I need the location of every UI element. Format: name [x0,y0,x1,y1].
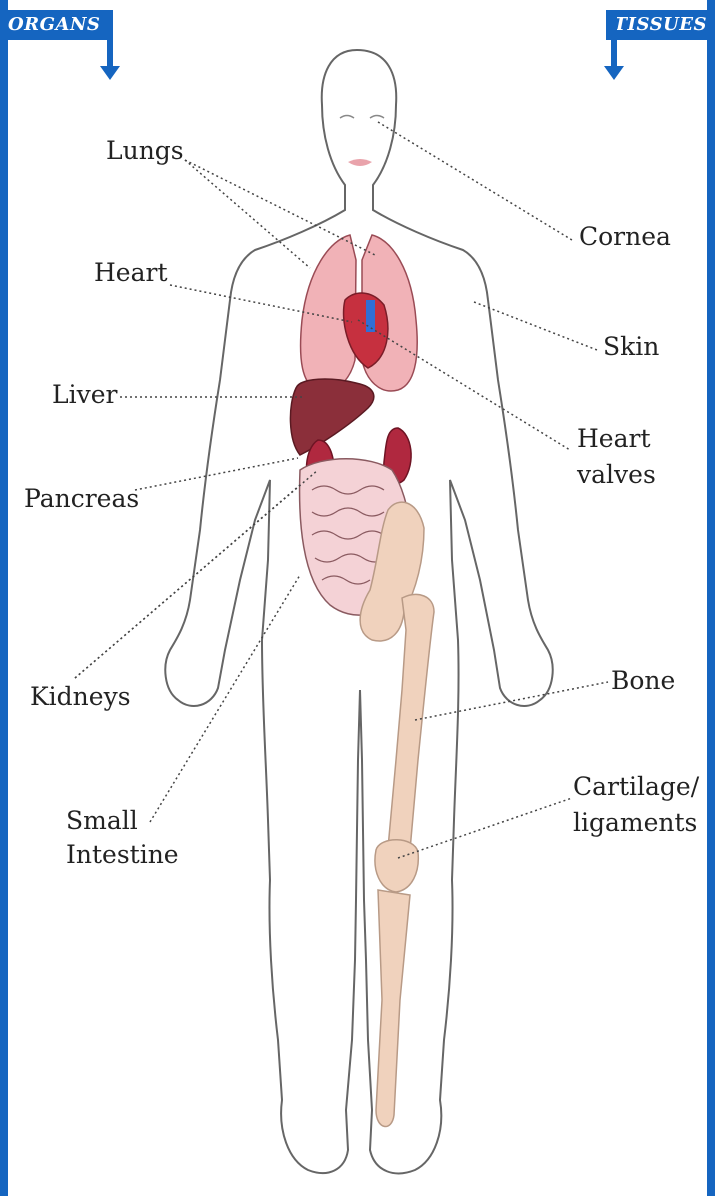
tissues-header: TISSUES [606,10,715,40]
organs-down-arrow-icon [107,10,113,68]
label-bone: Bone [611,666,675,696]
tissues-down-arrow-icon [611,10,617,68]
label-liver: Liver [52,380,117,410]
leader-lungs-left [185,160,310,268]
leader-cornea [378,122,572,240]
label-heart: Heart [94,258,168,288]
label-pancreas: Pancreas [24,484,139,514]
label-heart-valves-line1: Heart [577,424,651,454]
organs-header: ORGANS [0,10,108,40]
heart-vessel [366,300,375,332]
label-cartilage-line2: ligaments [573,808,697,838]
label-skin: Skin [603,332,659,362]
label-lungs: Lungs [106,136,184,166]
label-kidneys: Kidneys [30,682,131,712]
label-small-intestine-line2: Intestine [66,840,179,870]
label-cartilage-line1: Cartilage/ [573,772,699,802]
label-cornea: Cornea [579,222,671,252]
label-small-intestine-line1: Small [66,806,138,836]
label-heart-valves-line2: valves [577,460,656,490]
